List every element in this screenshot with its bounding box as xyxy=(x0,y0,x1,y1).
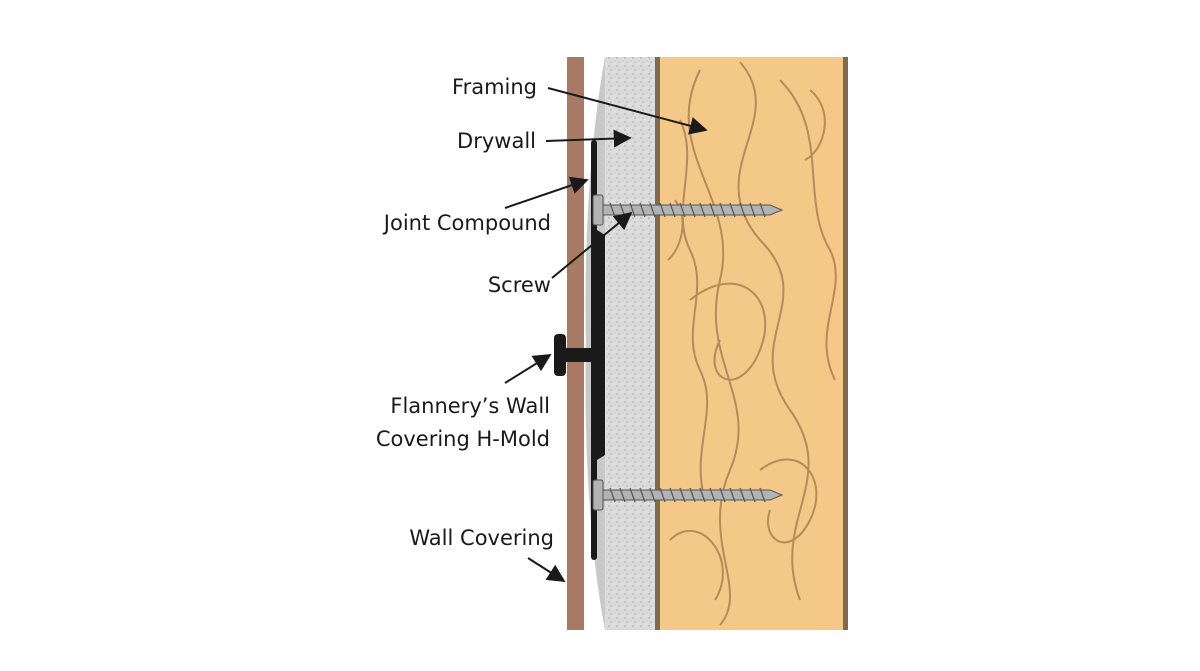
framing-edge-left xyxy=(655,57,660,630)
label-h-mold-line1: Flannery’s Wall xyxy=(390,394,550,418)
label-drywall: Drywall xyxy=(457,129,536,153)
wall-covering xyxy=(567,57,584,630)
labels: Framing Drywall Joint Compound Screw Fla… xyxy=(376,75,554,550)
arrow-joint-compound xyxy=(504,176,589,209)
label-h-mold-line2: Covering H-Mold xyxy=(376,427,550,451)
framing xyxy=(655,57,848,630)
arrow-drywall xyxy=(545,129,632,148)
drywall xyxy=(605,57,655,630)
label-joint-compound: Joint Compound xyxy=(382,211,551,235)
arrow-screw xyxy=(551,211,633,279)
framing-edge-right xyxy=(843,57,848,630)
label-framing: Framing xyxy=(452,75,537,99)
screw-top xyxy=(592,194,784,226)
wood-grain xyxy=(667,61,837,626)
screw-bottom xyxy=(592,479,784,511)
arrow-h-mold xyxy=(504,354,552,384)
arrow-framing xyxy=(547,87,708,135)
label-screw: Screw xyxy=(488,273,551,297)
framing-wood xyxy=(657,57,847,630)
label-wall-covering: Wall Covering xyxy=(409,526,554,550)
arrow-wall-covering xyxy=(527,557,566,582)
leader-arrows xyxy=(504,87,708,582)
